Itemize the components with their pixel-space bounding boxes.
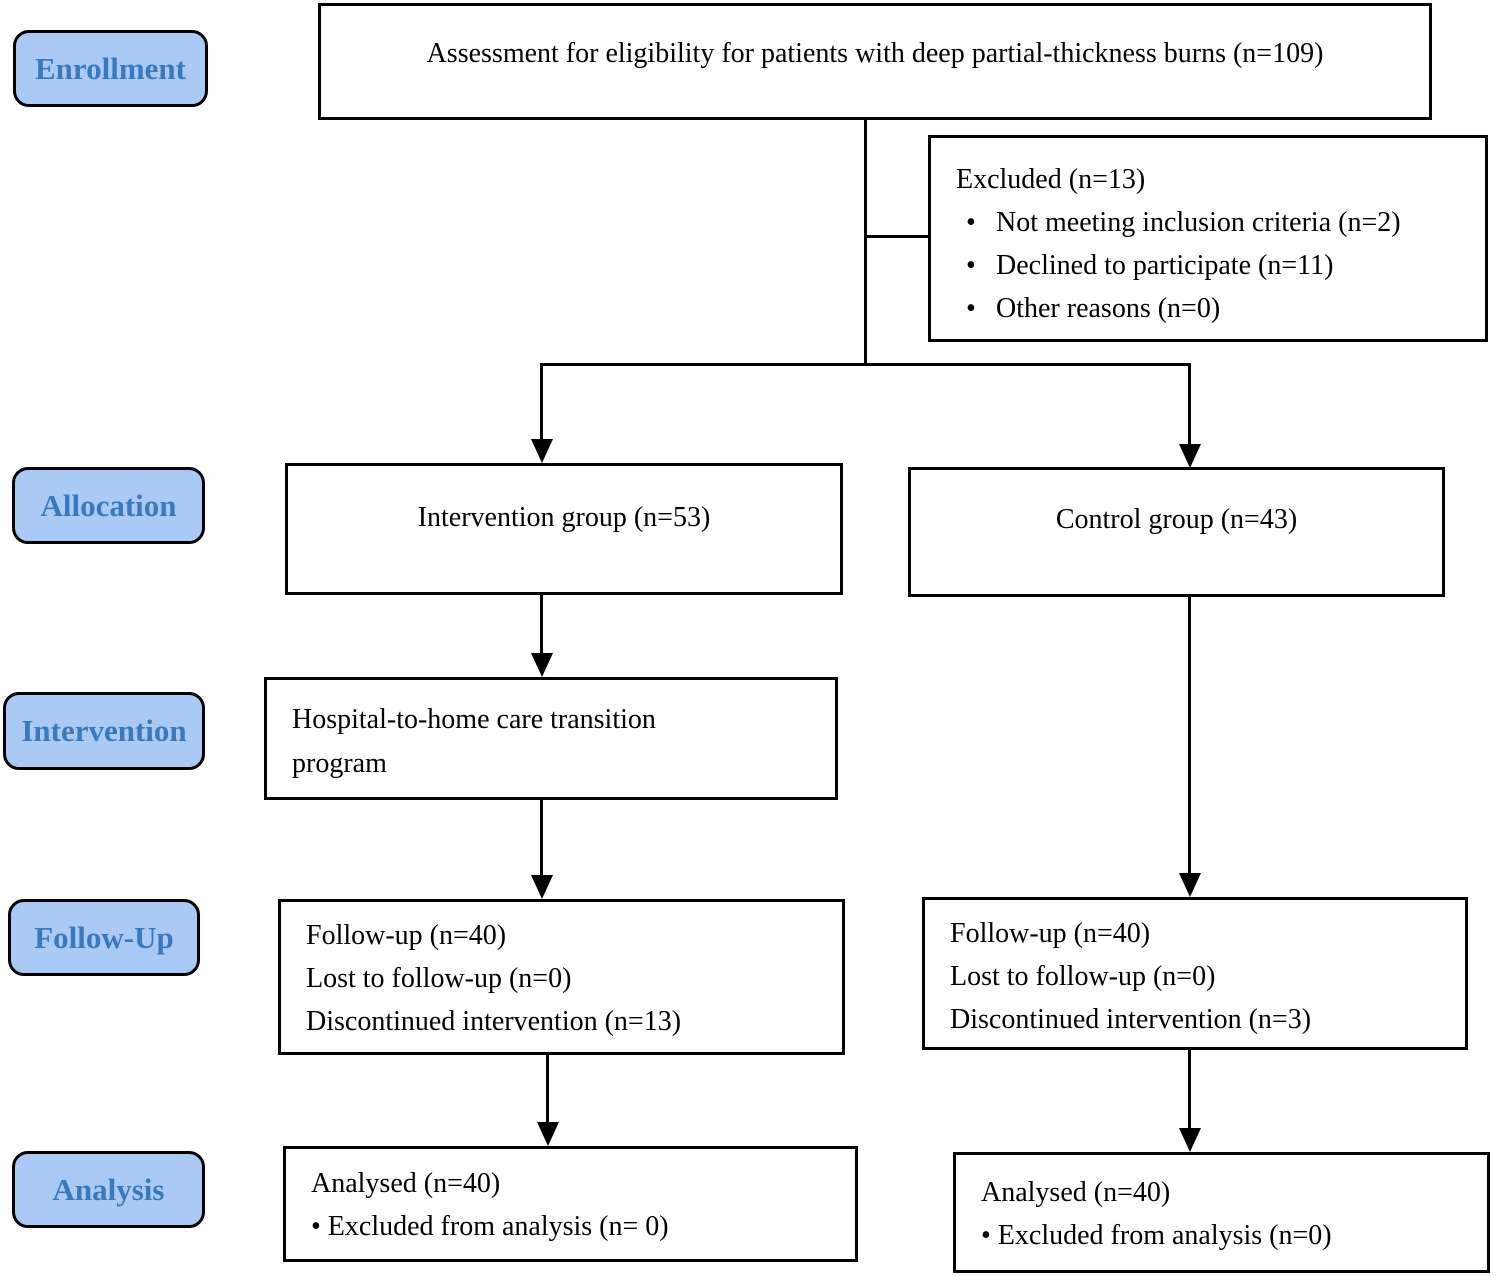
stage-label-intervention: Intervention — [3, 692, 205, 770]
followup-line: Discontinued intervention (n=13) — [306, 1006, 682, 1037]
arrow-to-control-group — [1178, 366, 1201, 468]
control-group-box: Control group (n=43) — [908, 467, 1445, 597]
arrow-to-followup-left — [530, 800, 553, 899]
excluded-title: Excluded (n=13) — [956, 164, 1146, 195]
arrow-to-program — [530, 595, 553, 677]
arrow-down-icon — [536, 1122, 559, 1146]
excluded-item-text: Declined to participate (n=11) — [996, 250, 1334, 281]
connector-top-vertical — [864, 120, 867, 366]
connector-branch-horizontal — [540, 363, 1191, 366]
bullet-icon: • — [966, 250, 976, 281]
intervention-group-text: Intervention group (n=53) — [417, 502, 711, 533]
stage-label-enrollment: Enrollment — [13, 30, 208, 107]
bullet-icon: • — [966, 207, 976, 238]
excluded-item: • Other reasons (n=0) — [956, 287, 1475, 330]
excluded-item: • Not meeting inclusion criteria (n=2) — [956, 201, 1475, 244]
arrow-down-icon — [530, 439, 553, 463]
program-box: Hospital-to-home care transition program — [264, 677, 838, 800]
intervention-group-box: Intervention group (n=53) — [285, 463, 843, 595]
analysis-line: • Excluded from analysis (n= 0) — [311, 1211, 669, 1242]
connector-to-excluded — [864, 235, 928, 238]
arrow-to-analysis-right — [1178, 1050, 1201, 1152]
eligibility-text: Assessment for eligibility for patients … — [426, 38, 1324, 69]
stage-label-allocation: Allocation — [12, 467, 205, 544]
followup-line: Follow-up (n=40) — [306, 920, 507, 951]
eligibility-box: Assessment for eligibility for patients … — [318, 3, 1432, 120]
arrow-to-followup-right — [1178, 597, 1201, 897]
followup-line: Discontinued intervention (n=3) — [950, 1004, 1312, 1035]
followup-line: Lost to follow-up (n=0) — [306, 963, 572, 994]
analysis-right-box: Analysed (n=40) • Excluded from analysis… — [953, 1152, 1490, 1273]
analysis-line: Analysed (n=40) — [311, 1168, 501, 1199]
followup-line: Follow-up (n=40) — [950, 918, 1151, 949]
followup-line: Lost to follow-up (n=0) — [950, 961, 1216, 992]
program-text-line: program — [292, 748, 387, 779]
excluded-item-text: Not meeting inclusion criteria (n=2) — [996, 207, 1401, 238]
arrow-down-icon — [530, 653, 553, 677]
arrow-down-icon — [1178, 873, 1201, 897]
bullet-icon: • — [966, 293, 976, 324]
arrow-down-icon — [1178, 444, 1201, 468]
excluded-box: Excluded (n=13) • Not meeting inclusion … — [928, 135, 1488, 342]
analysis-line: Analysed (n=40) — [981, 1177, 1171, 1208]
excluded-item: • Declined to participate (n=11) — [956, 244, 1475, 287]
arrow-down-icon — [1178, 1128, 1201, 1152]
arrow-to-analysis-left — [536, 1055, 559, 1146]
analysis-line: • Excluded from analysis (n=0) — [981, 1220, 1332, 1251]
arrow-down-icon — [530, 875, 553, 899]
stage-label-analysis: Analysis — [12, 1151, 205, 1228]
followup-left-box: Follow-up (n=40) Lost to follow-up (n=0)… — [278, 899, 845, 1055]
control-group-text: Control group (n=43) — [1055, 504, 1298, 535]
program-text-line: Hospital-to-home care transition — [292, 704, 656, 735]
arrow-to-intervention-group — [530, 366, 553, 463]
followup-right-box: Follow-up (n=40) Lost to follow-up (n=0)… — [922, 897, 1468, 1050]
analysis-left-box: Analysed (n=40) • Excluded from analysis… — [283, 1146, 858, 1262]
excluded-item-text: Other reasons (n=0) — [996, 293, 1221, 324]
stage-label-follow-up: Follow-Up — [8, 899, 200, 976]
